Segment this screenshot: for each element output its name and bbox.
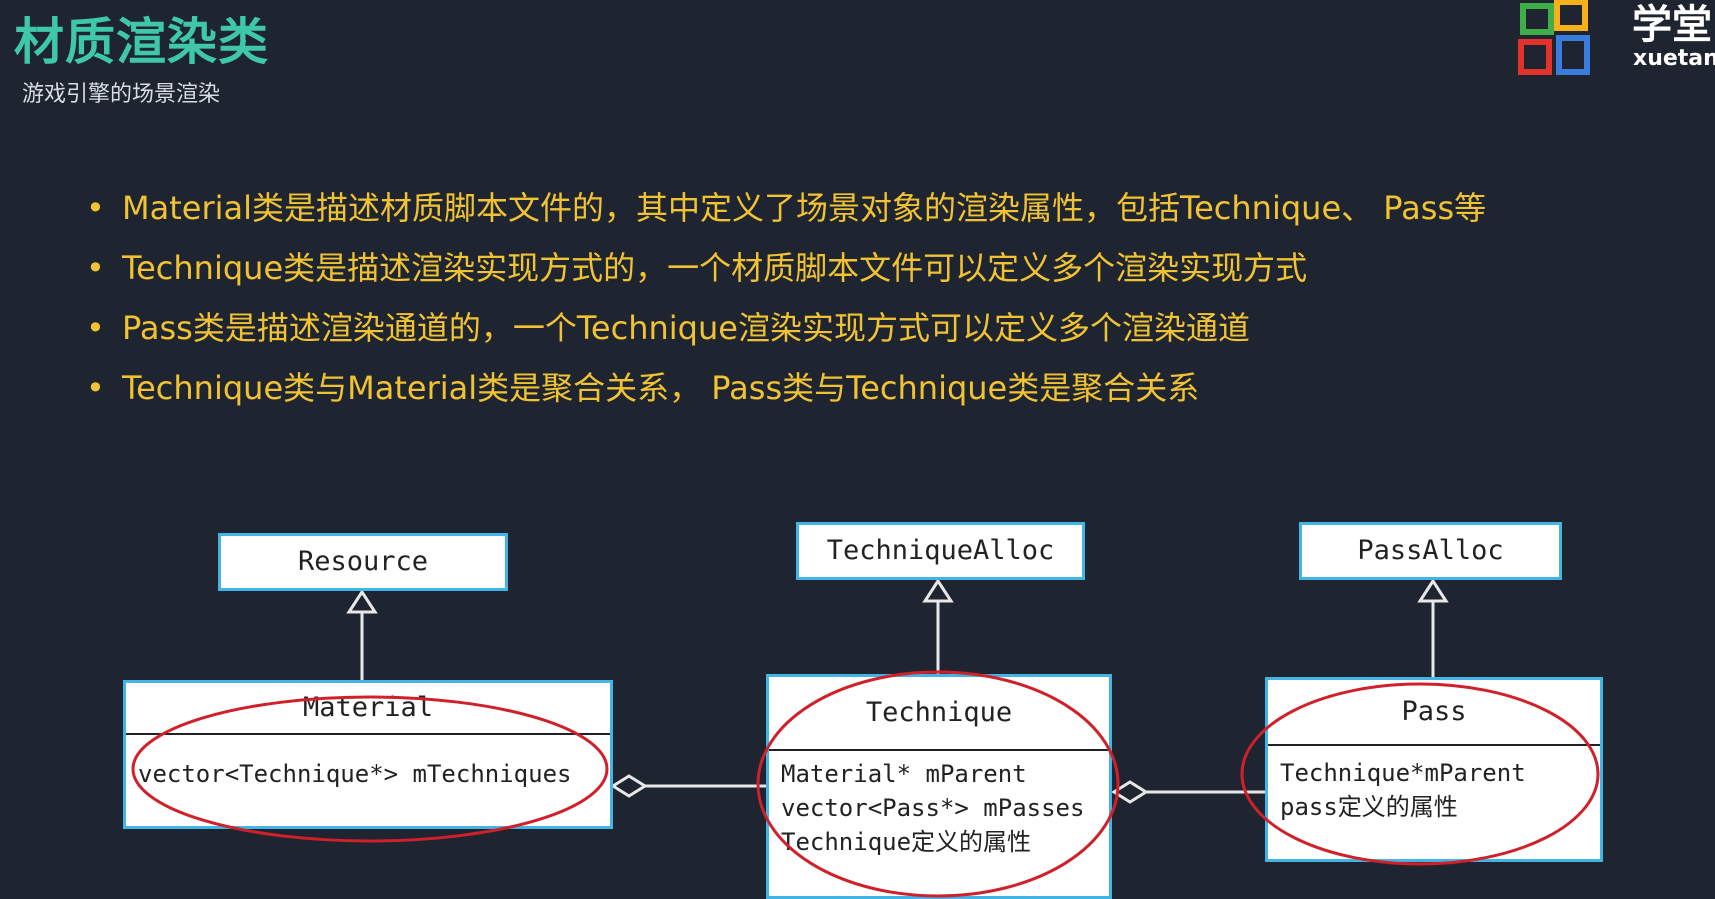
technique-attributes: Material* mParent vector<Pass*> mPasses …: [769, 751, 1109, 859]
logo-text-chinese: 学堂: [1632, 2, 1712, 48]
technique-attribute: vector<Pass*> mPasses: [781, 794, 1085, 822]
technique-class-name: Technique: [769, 677, 1109, 751]
material-class-box: Material vector<Technique*> mTechniques: [123, 680, 613, 829]
pass-class-name: Pass: [1268, 680, 1600, 746]
bullet-item: Pass类是描述渲染通道的，一个Technique渲染实现方式可以定义多个渲染通…: [86, 298, 1486, 358]
inheritance-arrow-icon: [1417, 578, 1449, 603]
resource-class-box: Resource: [218, 533, 508, 591]
technique-alloc-class-box: TechniqueAlloc: [796, 522, 1085, 580]
pass-alloc-class-name: PassAlloc: [1357, 535, 1504, 566]
aggregation-diamond-icon: [610, 774, 648, 798]
pass-class-box: Pass Technique*mParent pass定义的属性: [1265, 677, 1603, 862]
technique-alloc-class-name: TechniqueAlloc: [826, 535, 1055, 566]
aggregation-diamond-icon: [1111, 780, 1149, 804]
page-subtitle: 游戏引擎的场景渲染: [22, 82, 221, 107]
logo-text-english: xuetang: [1633, 46, 1715, 71]
page-title: 材质渲染类: [14, 13, 269, 71]
xuetang-logo-icon: [1518, 0, 1590, 75]
pass-alloc-class-box: PassAlloc: [1299, 522, 1562, 580]
pass-attribute: pass定义的属性: [1280, 793, 1458, 821]
material-attribute: vector<Technique*> mTechniques: [138, 760, 572, 788]
material-attributes: vector<Technique*> mTechniques: [126, 735, 610, 791]
bullet-item: Material类是描述材质脚本文件的，其中定义了场景对象的渲染属性，包括Tec…: [86, 178, 1486, 238]
bullet-item: Technique类与Material类是聚合关系， Pass类与Techniq…: [86, 358, 1486, 418]
technique-attribute: Material* mParent: [781, 760, 1027, 788]
inheritance-arrow-icon: [922, 578, 954, 603]
bullet-item: Technique类是描述渲染实现方式的，一个材质脚本文件可以定义多个渲染实现方…: [86, 238, 1486, 298]
resource-class-name: Resource: [297, 546, 429, 577]
technique-attribute: Technique定义的属性: [781, 828, 1032, 856]
material-class-name: Material: [126, 683, 610, 735]
technique-class-box: Technique Material* mParent vector<Pass*…: [766, 674, 1112, 899]
inheritance-arrow-icon: [346, 589, 378, 614]
pass-attributes: Technique*mParent pass定义的属性: [1268, 746, 1600, 824]
bullet-list: Material类是描述材质脚本文件的，其中定义了场景对象的渲染属性，包括Tec…: [86, 178, 1486, 418]
pass-attribute: Technique*mParent: [1280, 759, 1526, 787]
